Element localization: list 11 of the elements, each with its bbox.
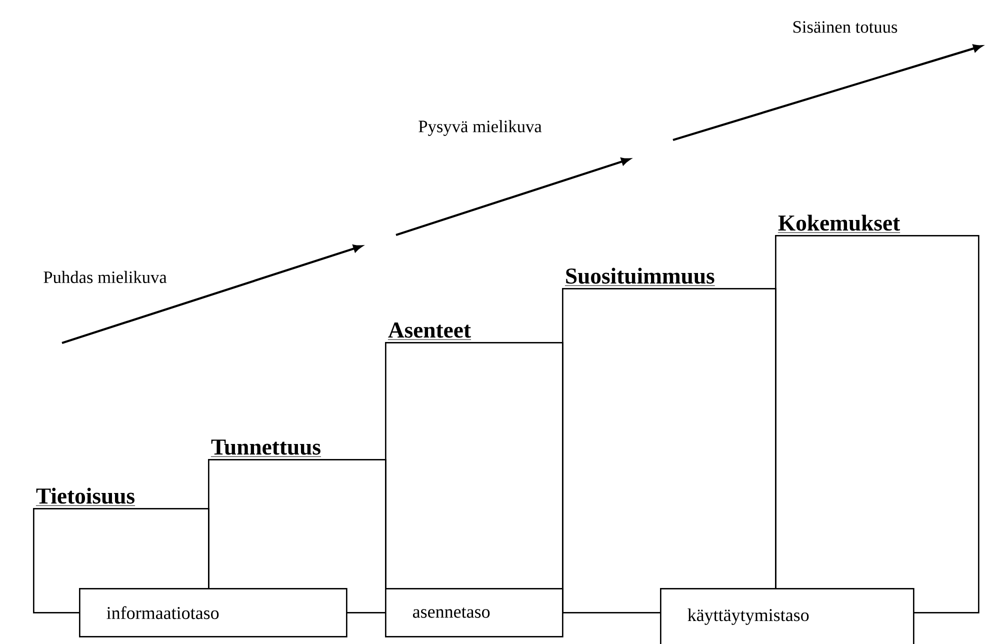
node-label: Tunnettuus	[211, 440, 320, 455]
level-box: asennetaso	[385, 588, 564, 638]
arrow-label: Sisäinen totuus	[793, 21, 898, 33]
level-box: informaatiotaso	[79, 588, 348, 638]
node-label: Kokemukset	[778, 214, 900, 231]
arrow-label: Pysyvä mielikuva	[418, 120, 542, 136]
node-label: Suosituimmuus	[566, 268, 714, 284]
node-label: Tietoisuus	[36, 488, 134, 504]
arrow-label: Puhdas mielikuva	[44, 270, 167, 284]
node-label: Asenteet	[388, 322, 471, 338]
level-box: käyttäytymistaso	[660, 588, 914, 644]
